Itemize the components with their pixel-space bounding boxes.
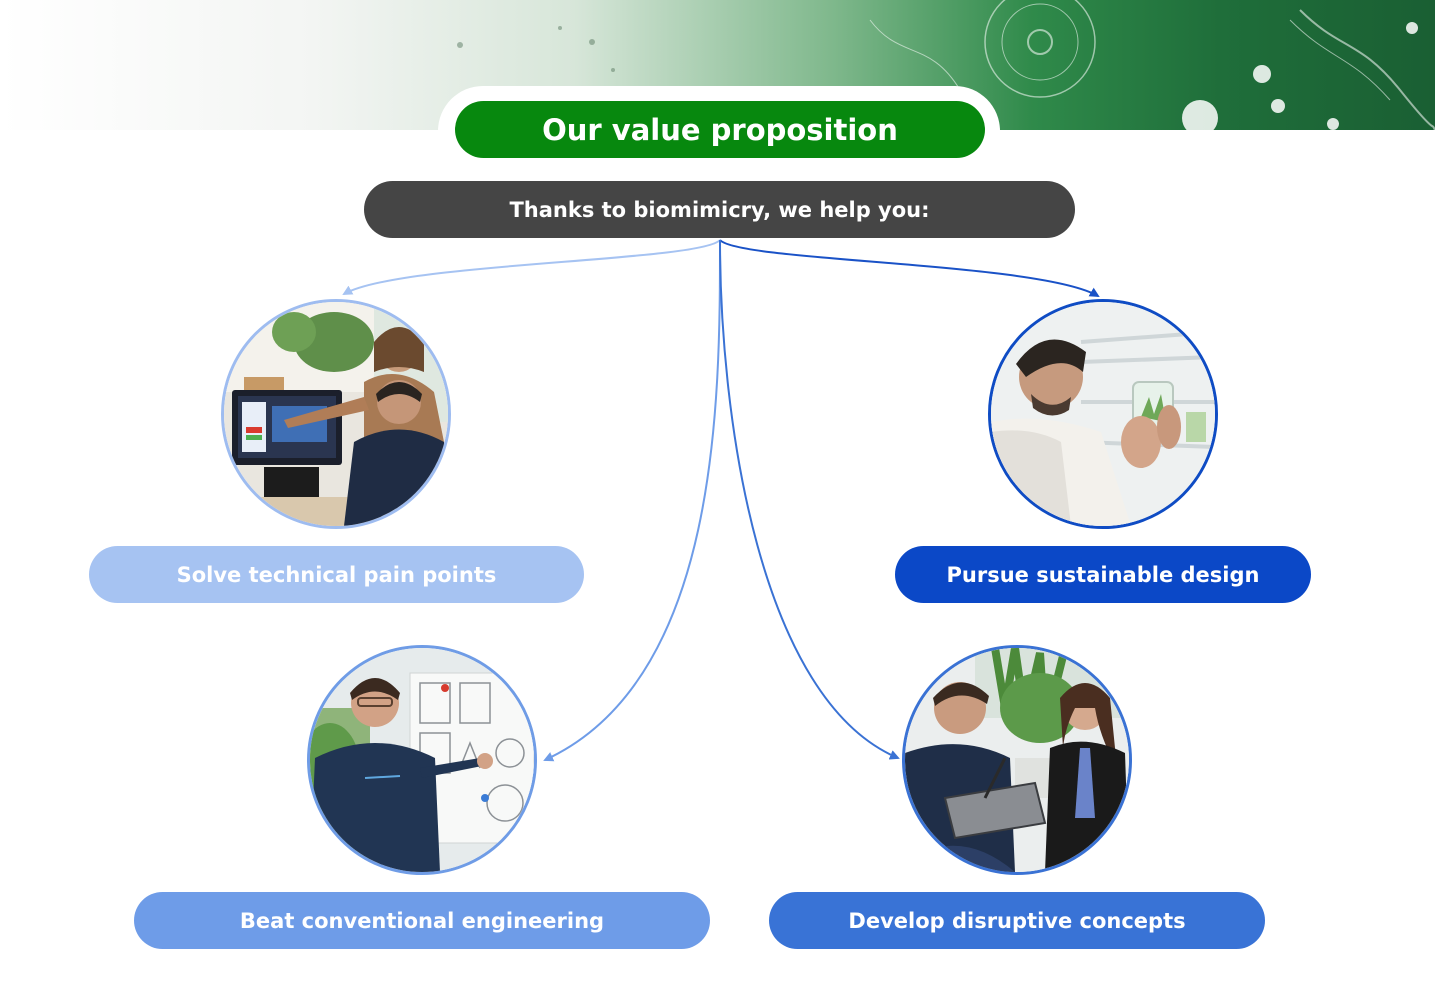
benefit-solve-pain-points: Solve technical pain points <box>89 546 584 603</box>
benefit-disruptive-concepts: Develop disruptive concepts <box>769 892 1265 949</box>
microorganism-illustration <box>457 0 1435 130</box>
subtitle-banner: Thanks to biomimicry, we help you: <box>364 181 1075 238</box>
benefit-beat-engineering: Beat conventional engineering <box>134 892 710 949</box>
arrow-to-sustainable <box>719 239 1100 298</box>
arrow-to-develop <box>719 239 900 760</box>
arrow-to-beat <box>543 239 721 762</box>
photo-meeting-tablet <box>902 645 1132 875</box>
photo-team-at-screens <box>221 299 451 529</box>
photo-whiteboard-presenter <box>307 645 537 875</box>
benefit-sustainable-design: Pursue sustainable design <box>895 546 1311 603</box>
photo-lab-researcher <box>988 299 1218 529</box>
page-title: Our value proposition <box>455 101 985 158</box>
arrow-to-solve <box>342 239 721 295</box>
